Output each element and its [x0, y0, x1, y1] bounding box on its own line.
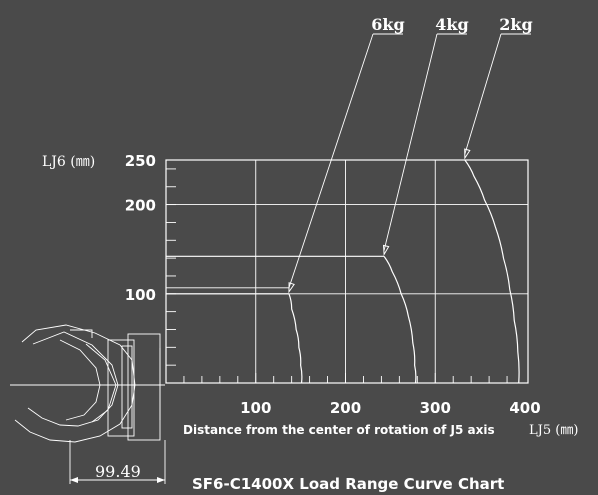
leader-arrow-2kg	[464, 148, 471, 160]
x-tick-label-100: 100	[240, 399, 271, 417]
series-line-6kg	[288, 293, 303, 384]
offset-dimension: 99.49	[69, 440, 166, 484]
series-line-2kg	[464, 159, 520, 384]
x-tick-label-300: 300	[420, 399, 451, 417]
y-tick-label-200: 200	[125, 197, 156, 215]
y-tick-label-100: 100	[125, 286, 156, 304]
series-label-6kg: 6kg	[371, 15, 404, 34]
series-line-4kg	[383, 255, 417, 384]
plot-area: 100 200 300 400 100 200 250 6kg 4kg 2kg	[125, 15, 541, 417]
leader-line-4kg	[383, 33, 438, 251]
leader-arrow-6kg	[288, 282, 295, 294]
plot-border	[165, 159, 529, 384]
x-axis-unit-label: LJ5 (㎜)	[529, 423, 578, 438]
robot-wrist-illustration	[10, 324, 165, 443]
series-label-2kg: 2kg	[499, 15, 532, 34]
x-tick-label-200: 200	[330, 399, 361, 417]
x-tick-label-400: 400	[509, 399, 540, 417]
series-label-4kg: 4kg	[435, 15, 468, 34]
leader-line-2kg	[464, 33, 502, 155]
offset-dimension-label: 99.49	[95, 462, 141, 481]
leader-line-6kg	[288, 33, 374, 288]
y-axis-label: LJ6 (㎜)	[42, 154, 95, 170]
leader-arrow-4kg	[382, 244, 390, 256]
chart-title: SF6-C1400X Load Range Curve Chart	[192, 475, 504, 493]
y-tick-label-250: 250	[125, 152, 156, 170]
x-axis-label: Distance from the center of rotation of …	[183, 423, 495, 437]
